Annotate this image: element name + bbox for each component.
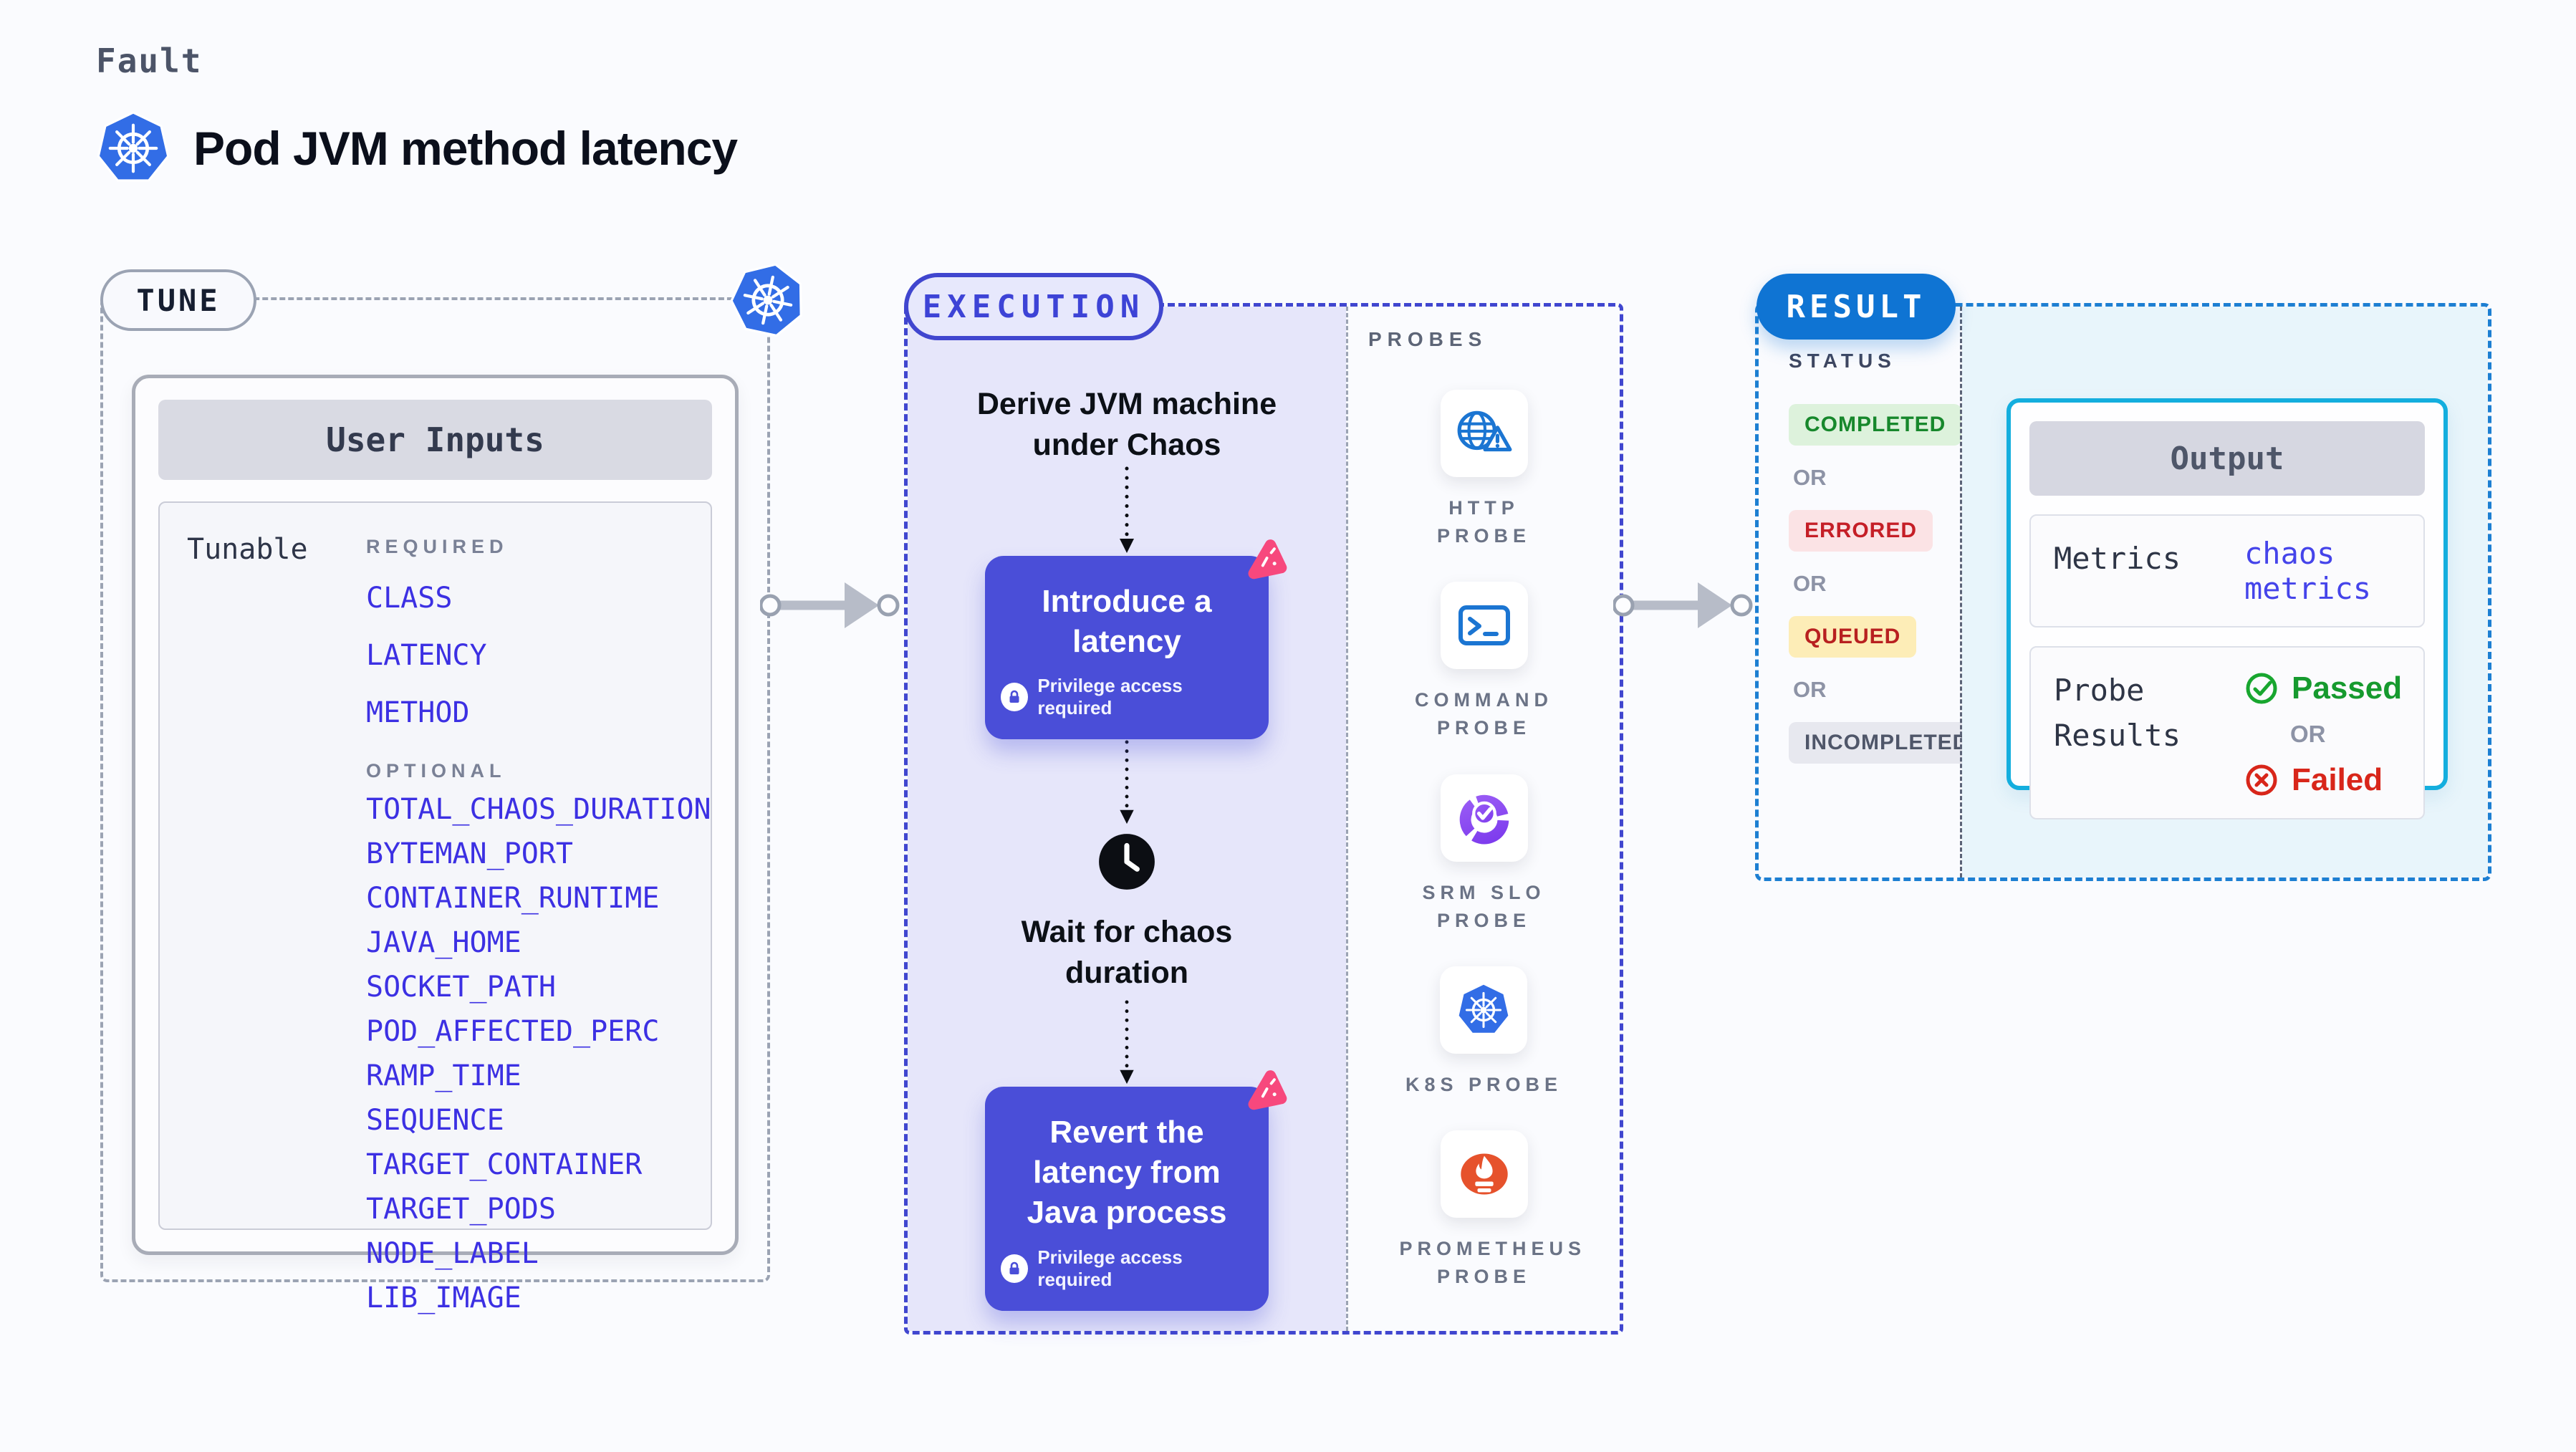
revert-latency-step[interactable]: Revert the latency from Java process Pri… <box>985 1087 1269 1311</box>
result-section-pill: RESULT <box>1756 274 1956 340</box>
param-link[interactable]: CONTAINER_RUNTIME <box>366 882 660 915</box>
or-separator: OR <box>2290 721 2326 747</box>
metrics-row: Metrics chaos metrics <box>2029 514 2425 628</box>
kubernetes-icon <box>1440 966 1528 1054</box>
down-arrow-icon <box>1118 739 1136 827</box>
status-column: STATUS COMPLETED OR ERRORED OR QUEUED OR… <box>1759 307 1985 878</box>
step-title: Revert the latency from Java process <box>1027 1114 1227 1231</box>
introduce-latency-step[interactable]: Introduce a latency Privilege access req… <box>985 556 1269 740</box>
status-badge: COMPLETED <box>1789 404 1962 446</box>
execution-section: EXECUTION Derive JVM machine under Chaos… <box>904 273 1623 1335</box>
down-arrow-icon <box>1118 999 1136 1087</box>
param-link[interactable]: TARGET_CONTAINER <box>366 1148 643 1181</box>
lock-icon <box>1001 683 1029 712</box>
status-label: STATUS <box>1789 350 1896 372</box>
output-title: Output <box>2029 421 2425 496</box>
user-inputs-title: User Inputs <box>158 400 712 480</box>
param-link[interactable]: RAMP_TIME <box>366 1059 522 1092</box>
tune-section: TUNE User Inputs Tunable REQUIRED CLASS … <box>100 297 770 1314</box>
lock-icon <box>1001 1254 1029 1283</box>
or-separator: OR <box>1793 571 1827 596</box>
x-circle-icon <box>2244 763 2279 797</box>
prometheus-flame-icon <box>1440 1130 1528 1218</box>
clock-icon <box>1096 831 1158 896</box>
wait-step-text: Wait for chaos duration <box>1021 915 1233 990</box>
status-badge: ERRORED <box>1789 510 1933 552</box>
slo-donut-check-icon <box>1440 774 1528 862</box>
check-circle-icon <box>2244 671 2279 706</box>
down-arrow-icon <box>1118 466 1136 556</box>
param-link[interactable]: SOCKET_PATH <box>366 971 556 1004</box>
param-link[interactable]: LATENCY <box>366 639 487 672</box>
tunables-panel: Tunable REQUIRED CLASS LATENCY METHOD OP… <box>158 501 712 1314</box>
result-section: RESULT STATUS COMPLETED OR ERRORED OR QU… <box>1755 274 2491 881</box>
failed-label: Failed <box>2292 762 2383 797</box>
param-link[interactable]: POD_AFFECTED_PERC <box>366 1015 660 1048</box>
page-header: Fault Pod JVM method latency <box>96 42 738 186</box>
param-link[interactable]: LIB_IMAGE <box>366 1282 522 1314</box>
privilege-note: Privilege access required <box>1037 1246 1183 1290</box>
required-section-label: REQUIRED <box>366 536 509 557</box>
probe-results-label: Probe Results <box>2054 673 2181 753</box>
chaos-fault-icon <box>1239 1064 1294 1119</box>
derive-step-text: Derive JVM machine under Chaos <box>976 387 1277 462</box>
param-link[interactable]: CLASS <box>366 582 453 615</box>
fault-kind-label: Fault <box>96 42 203 80</box>
kubernetes-icon <box>96 110 170 186</box>
param-link[interactable]: METHOD <box>366 696 470 729</box>
execution-flow: Derive JVM machine under Chaos Introduce… <box>908 307 1346 1331</box>
globe-alert-icon <box>1440 390 1528 477</box>
tune-to-execution-arrow <box>760 577 903 634</box>
terminal-icon <box>1440 582 1528 670</box>
param-link[interactable]: BYTEMAN_PORT <box>366 837 573 870</box>
probe-item: HTTP PROBE <box>1400 390 1569 550</box>
probes-label: PROBES <box>1368 328 1488 350</box>
privilege-note: Privilege access required <box>1037 675 1183 719</box>
chaos-fault-icon <box>1239 533 1294 588</box>
probe-label: PROMETHEUS PROBE <box>1399 1237 1587 1288</box>
param-link[interactable]: NODE_LABEL <box>366 1237 539 1270</box>
metrics-label: Metrics <box>2054 541 2181 576</box>
optional-section-label: OPTIONAL <box>366 760 506 782</box>
probe-item: PROMETHEUS PROBE <box>1399 1130 1587 1291</box>
metrics-value-link[interactable]: chaos metrics <box>2244 536 2372 606</box>
param-link[interactable]: TARGET_PODS <box>366 1193 556 1226</box>
kubernetes-icon <box>723 254 813 346</box>
user-inputs-card: User Inputs Tunable REQUIRED CLASS LATEN… <box>132 375 739 1314</box>
status-output-divider <box>1960 307 1962 878</box>
probes-column: PROBES HTTP PROBE COMMAND PROBE SRM SLO … <box>1346 307 1620 1331</box>
page-title: Pod JVM method latency <box>193 122 738 175</box>
or-separator: OR <box>1793 465 1827 490</box>
probe-item: K8S PROBE <box>1405 966 1562 1099</box>
probe-label: HTTP PROBE <box>1436 497 1532 547</box>
probe-label: K8S PROBE <box>1405 1073 1563 1095</box>
probe-label: COMMAND PROBE <box>1415 689 1553 739</box>
probe-results-row: Probe Results Passed OR Failed <box>2029 646 2425 819</box>
execution-to-result-arrow <box>1613 577 1756 634</box>
tune-section-pill: TUNE <box>100 269 256 331</box>
output-panel: Output Metrics chaos metrics Probe Resul… <box>1962 307 2488 878</box>
or-separator: OR <box>1793 677 1827 702</box>
param-link[interactable]: SEQUENCE <box>366 1104 504 1137</box>
status-badge: QUEUED <box>1789 616 1917 658</box>
status-badge: INCOMPLETED <box>1789 722 1985 764</box>
execution-section-pill: EXECUTION <box>904 273 1163 340</box>
param-link[interactable]: TOTAL_CHAOS_DURATION <box>366 793 711 826</box>
param-link[interactable]: JAVA_HOME <box>366 926 522 959</box>
probe-item: SRM SLO PROBE <box>1400 774 1569 935</box>
output-card: Output Metrics chaos metrics Probe Resul… <box>2007 398 2448 819</box>
tunable-row-label: Tunable <box>187 533 308 566</box>
probe-label: SRM SLO PROBE <box>1422 881 1546 931</box>
passed-label: Passed <box>2292 670 2403 706</box>
probe-item: COMMAND PROBE <box>1400 582 1569 742</box>
step-title: Introduce a latency <box>1042 583 1212 659</box>
